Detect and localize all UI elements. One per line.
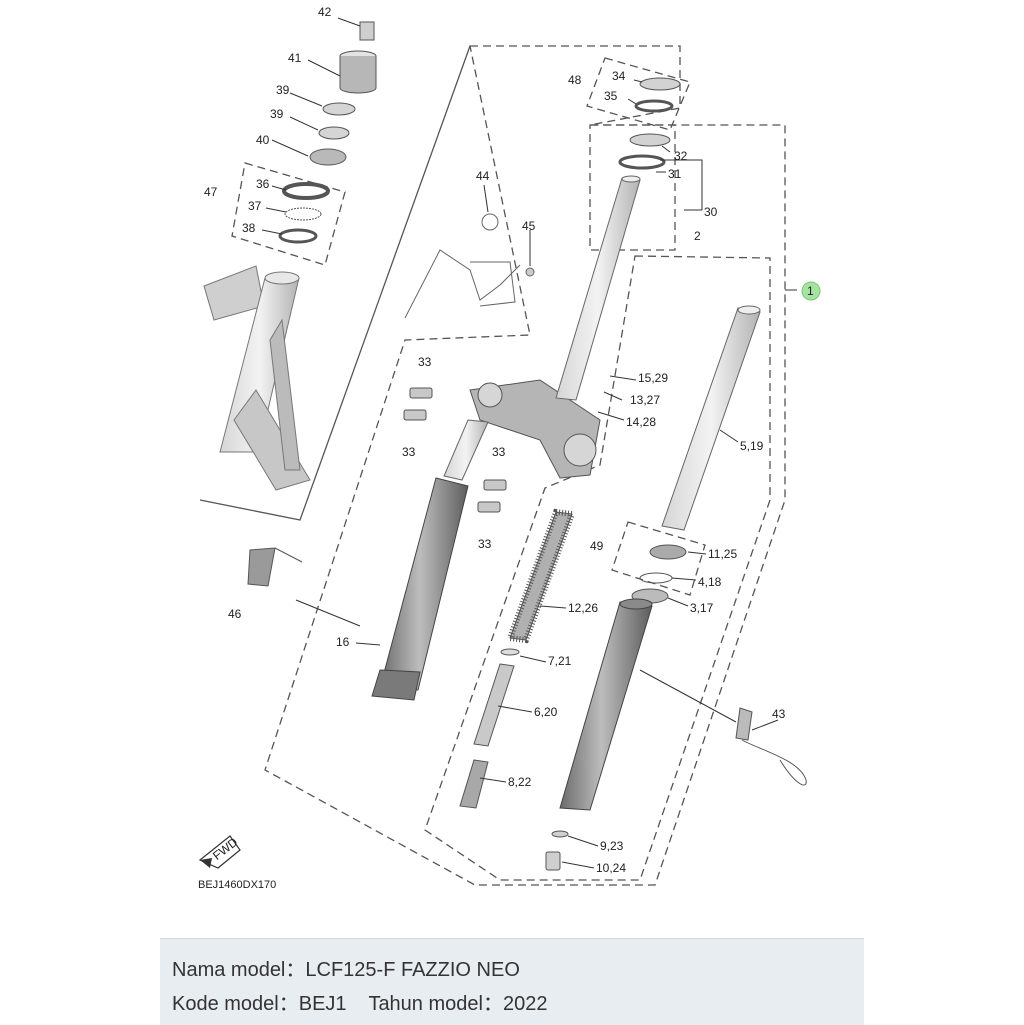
callout-labels: 42 41 39 39 40 47 36 37 38 48 34 35 32 3… bbox=[198, 5, 814, 891]
callout-48: 48 bbox=[568, 73, 582, 87]
part-34 bbox=[639, 77, 681, 91]
callout-42: 42 bbox=[318, 5, 332, 19]
leader-lines bbox=[261, 17, 797, 869]
outline-set-49 bbox=[611, 521, 706, 596]
callout-33a: 33 bbox=[418, 355, 432, 369]
part-35 bbox=[634, 99, 674, 113]
outer-tube-5-19 bbox=[661, 305, 761, 531]
callout-30: 30 bbox=[704, 205, 718, 219]
part-43-bracket bbox=[735, 707, 807, 786]
callout-8-22: 8,22 bbox=[508, 775, 532, 789]
callout-7-21: 7,21 bbox=[548, 654, 572, 668]
model-year-label: Tahun model： bbox=[368, 993, 503, 1015]
inner-tube-30 bbox=[443, 175, 641, 481]
callout-2: 2 bbox=[694, 229, 701, 243]
part-41-cap bbox=[339, 56, 377, 94]
triple-clamp bbox=[403, 379, 601, 513]
model-year-value: 2022 bbox=[502, 993, 548, 1015]
callout-4-18: 4,18 bbox=[698, 575, 722, 589]
part-31 bbox=[618, 154, 666, 170]
outline-set-47 bbox=[231, 162, 346, 266]
callout-10-24: 10,24 bbox=[596, 861, 626, 875]
callout-33b: 33 bbox=[402, 445, 416, 459]
drawing-code: BEJ1460DX170 bbox=[198, 879, 276, 891]
fwd-arrow-icon: FWD bbox=[198, 835, 241, 869]
callout-15-29: 15,29 bbox=[638, 371, 668, 385]
callout-13-27: 13,27 bbox=[630, 393, 660, 407]
callout-49: 49 bbox=[590, 539, 604, 553]
callout-43: 43 bbox=[772, 707, 786, 721]
part-40 bbox=[309, 148, 347, 166]
callout-45: 45 bbox=[522, 219, 536, 233]
model-code-line: Kode model：BEJ1 Tahun model：2022 bbox=[172, 987, 547, 1016]
outline-assembly-1 bbox=[264, 45, 786, 886]
part-33-bolts bbox=[403, 387, 507, 513]
seal-rings bbox=[618, 77, 681, 170]
callout-37: 37 bbox=[248, 199, 262, 213]
part-39a bbox=[322, 102, 356, 116]
callout-44: 44 bbox=[476, 169, 490, 183]
part-46 bbox=[247, 547, 303, 587]
model-info-panel: Nama model：LCF125-F FAZZIO NEO Kode mode… bbox=[160, 938, 864, 1025]
callout-39b: 39 bbox=[270, 107, 284, 121]
callout-38: 38 bbox=[242, 221, 256, 235]
model-name-value: LCF125-F FAZZIO NEO bbox=[305, 959, 520, 981]
model-name-label: Nama model： bbox=[172, 959, 306, 981]
parts-exploded-diagram: FWD 42 41 39 39 40 47 36 37 38 48 34 35 … bbox=[198, 5, 821, 891]
part-44-clip bbox=[481, 213, 499, 231]
part-45-nut bbox=[525, 267, 535, 277]
part-37 bbox=[284, 207, 322, 221]
callout-1: 1 bbox=[807, 284, 814, 298]
bracket-44-45 bbox=[404, 213, 535, 319]
part-32 bbox=[629, 133, 671, 147]
callout-34: 34 bbox=[612, 69, 626, 83]
part-42-bolt bbox=[359, 21, 375, 41]
callout-3-17: 3,17 bbox=[690, 601, 714, 615]
bottom-bolts bbox=[545, 830, 569, 871]
callout-5-19: 5,19 bbox=[740, 439, 764, 453]
callout-36: 36 bbox=[256, 177, 270, 191]
callout-35: 35 bbox=[604, 89, 618, 103]
callout-1-highlight bbox=[801, 281, 821, 301]
part-11-25 bbox=[649, 544, 687, 560]
part-38 bbox=[278, 228, 318, 244]
model-name-line: Nama model：LCF125-F FAZZIO NEO bbox=[172, 953, 520, 982]
outline-head-region bbox=[199, 45, 471, 521]
damper-rod bbox=[459, 648, 520, 809]
fork-leg-16 bbox=[371, 477, 469, 701]
callout-41: 41 bbox=[288, 51, 302, 65]
outline-set-30 bbox=[589, 124, 676, 251]
callout-33c: 33 bbox=[492, 445, 506, 459]
part-4-18 bbox=[639, 572, 673, 584]
oil-seals bbox=[631, 544, 687, 604]
callout-33d: 33 bbox=[478, 537, 492, 551]
callout-39a: 39 bbox=[276, 83, 290, 97]
callout-40: 40 bbox=[256, 133, 270, 147]
spring-12-26 bbox=[505, 508, 577, 644]
steering-stack bbox=[278, 21, 377, 244]
part-10-24 bbox=[545, 851, 561, 871]
callout-47: 47 bbox=[204, 185, 218, 199]
callout-16: 16 bbox=[336, 635, 350, 649]
frame-head-tube bbox=[203, 265, 311, 491]
callout-31: 31 bbox=[668, 167, 682, 181]
lower-tube-right bbox=[559, 598, 653, 811]
callout-9-23: 9,23 bbox=[600, 839, 624, 853]
callout-14-28: 14,28 bbox=[626, 415, 656, 429]
model-code-label: Kode model： bbox=[172, 993, 299, 1015]
part-9-23 bbox=[551, 830, 569, 838]
part-36 bbox=[282, 182, 330, 200]
callout-46: 46 bbox=[228, 607, 242, 621]
outline-set-48 bbox=[586, 57, 691, 131]
callout-32: 32 bbox=[674, 149, 688, 163]
callout-6-20: 6,20 bbox=[534, 705, 558, 719]
callout-11-25: 11,25 bbox=[708, 547, 737, 561]
model-code-value: BEJ1 bbox=[298, 993, 347, 1015]
callout-12-26: 12,26 bbox=[568, 601, 598, 615]
part-39b bbox=[318, 126, 350, 140]
